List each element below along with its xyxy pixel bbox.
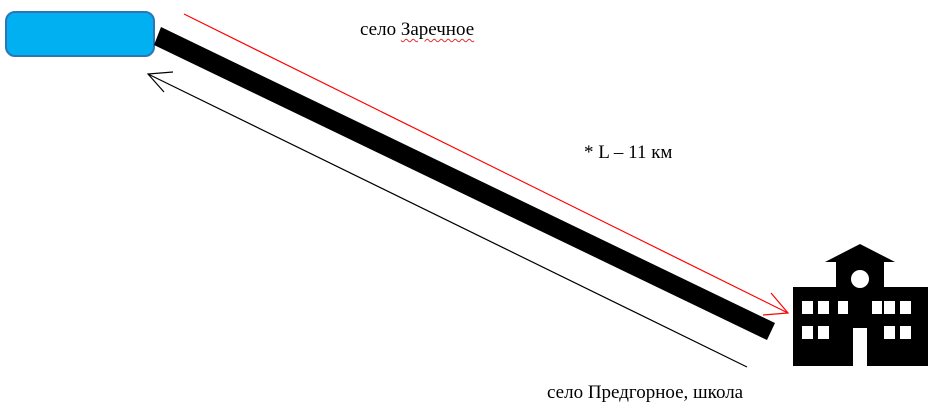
village-zarechnoe-label: село Заречное <box>360 20 474 39</box>
distance-label: * L – 11 км <box>584 142 673 163</box>
village-prefix: село <box>360 19 397 40</box>
return-route-line <box>147 73 748 368</box>
forward-route-line <box>183 13 789 314</box>
school-building-icon <box>793 244 928 366</box>
return-arrowhead <box>146 71 174 93</box>
road <box>154 27 775 340</box>
village-name: Заречное <box>400 19 475 40</box>
forward-arrowhead <box>762 292 790 316</box>
school-location-label: село Предгорное, школа <box>547 382 744 403</box>
start-point-marker <box>5 11 155 57</box>
